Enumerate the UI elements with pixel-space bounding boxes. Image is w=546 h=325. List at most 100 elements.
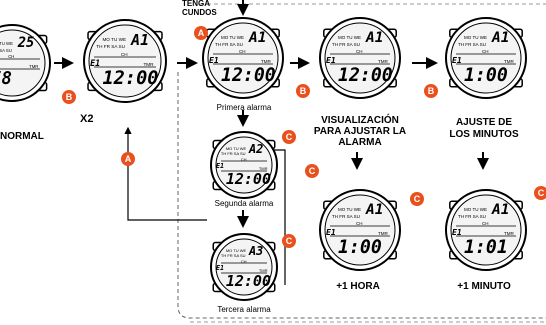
watch-ch: CH (482, 221, 489, 226)
watch-top-digits: A1 (492, 201, 510, 218)
watch-days-1: MO TU WE (102, 37, 127, 43)
header-line2: CUNDOS (182, 8, 217, 17)
watch-face (445, 189, 527, 271)
watch-e1: E1 (215, 264, 225, 273)
watch-face (445, 17, 527, 99)
watch-days-1: MO TU WE (338, 207, 362, 212)
label-ajuste-2: LOS MINUTOS (449, 129, 519, 140)
watch-tmr: TMR (378, 231, 388, 236)
watch-face (319, 189, 401, 271)
watch-tmr: TMR (29, 63, 39, 69)
label-mas-hora: +1 HORA (336, 281, 380, 292)
watch-days-2: TH FR SA SU (458, 41, 486, 47)
watch-days-1: MO TU WE (464, 35, 488, 40)
watch-ch: CH (240, 157, 247, 163)
watch-main-digits: 58 (0, 69, 12, 90)
watch-ch: CH (356, 221, 363, 226)
watch-days-2: TH FR SA SU (0, 47, 12, 53)
watch-tmr: TMR (258, 267, 268, 273)
watch-days-2: TH FR SA SU (96, 44, 125, 50)
watch-main-digits: 12:00 (102, 68, 159, 90)
watch-days-2: TH FR SA SU (220, 253, 246, 259)
watch-tmr: TMR (143, 62, 154, 68)
watch-ch: CH (8, 54, 15, 60)
watch-face (210, 233, 278, 301)
watch-face (210, 131, 278, 199)
watch-top-digits: A3 (248, 243, 264, 258)
badge-a-primera: A (194, 26, 208, 40)
watch-days-2: TH FR SA SU (220, 151, 246, 157)
watch-face (83, 19, 167, 103)
watch-dial (88, 24, 162, 98)
watch-days-1: MO TU WE (225, 247, 247, 253)
watch-dial (215, 136, 273, 194)
watch-days-2: TH FR SA SU (332, 41, 360, 47)
label-primera: Primera alarma (216, 103, 272, 112)
watch-top-digits: A1 (249, 29, 267, 46)
watch-main-digits: 1:00 (464, 64, 508, 86)
watch-e1: E1 (452, 55, 462, 65)
label-x2: X2 (80, 113, 94, 125)
return-loop-left (124, 126, 207, 221)
watch-dial (207, 22, 279, 94)
watch-main-digits: 1:01 (464, 236, 508, 258)
label-vis-1: VISUALIZACIÓN (321, 115, 399, 126)
watch-top-digits: A1 (492, 29, 510, 46)
watch-dial (450, 22, 522, 94)
badge-c-segunda: C (282, 130, 296, 144)
watch-main-digits: 1:00 (338, 236, 382, 258)
watch-dial (0, 29, 46, 97)
watch-tmr: TMR (504, 59, 514, 64)
watch-tmr: TMR (504, 231, 514, 236)
dashed-region-border (177, 72, 546, 319)
watch-days-1: MO TU WE (464, 207, 488, 212)
watch-e1: E1 (215, 162, 225, 171)
watch-tmr: TMR (258, 165, 268, 171)
watch-face (319, 17, 401, 99)
badge-b-x2: B (62, 90, 76, 104)
watch-days-1: MO TU WE (225, 145, 247, 151)
watch-e1: E1 (90, 57, 101, 68)
watch-ch: CH (240, 259, 247, 265)
badge-b-min: B (424, 84, 438, 98)
badge-a-loop: A (121, 152, 135, 166)
label-normal: NORMAL (0, 131, 44, 142)
watch-ch: CH (239, 49, 246, 54)
watch-days-1: MO TU WE (338, 35, 362, 40)
watch-days-2: TH FR SA SU (215, 41, 243, 47)
watch-e1: E1 (452, 227, 462, 237)
label-mas-minuto: +1 MINUTO (457, 281, 511, 292)
watch-main-digits: 12:00 (221, 64, 276, 86)
header-line1: TENGA (182, 0, 210, 8)
watch-top-digits: A1 (366, 29, 384, 46)
watch-main-digits: 12:00 (338, 64, 393, 86)
watch-main-digits: 12:00 (225, 272, 271, 291)
watch-days-2: TH FR SA SU (458, 213, 486, 219)
watch-ch: CH (120, 51, 128, 57)
watch-dial (450, 194, 522, 266)
watch-face (0, 24, 51, 102)
watch-face (202, 17, 284, 99)
watch-days-1: MO TU WE (0, 41, 13, 47)
watch-top-digits: A2 (248, 141, 264, 156)
badge-c-hora: C (410, 192, 424, 206)
label-ajuste-1: AJUSTE DE (455, 117, 513, 128)
label-vis-2: PARA AJUSTAR LA (313, 126, 407, 137)
label-tercera: Tercera alarma (217, 305, 271, 314)
watch-e1: E1 (209, 55, 219, 65)
watch-main-digits: 12:00 (225, 170, 271, 189)
watch-e1: E1 (326, 227, 336, 237)
watch-tmr: TMR (378, 59, 388, 64)
badge-b-vis: B (296, 84, 310, 98)
watch-top-digits: A1 (131, 31, 150, 50)
badge-c-vis: C (305, 164, 319, 178)
label-segunda: Segunda alarma (214, 199, 274, 208)
watch-e1: E1 (326, 55, 336, 65)
